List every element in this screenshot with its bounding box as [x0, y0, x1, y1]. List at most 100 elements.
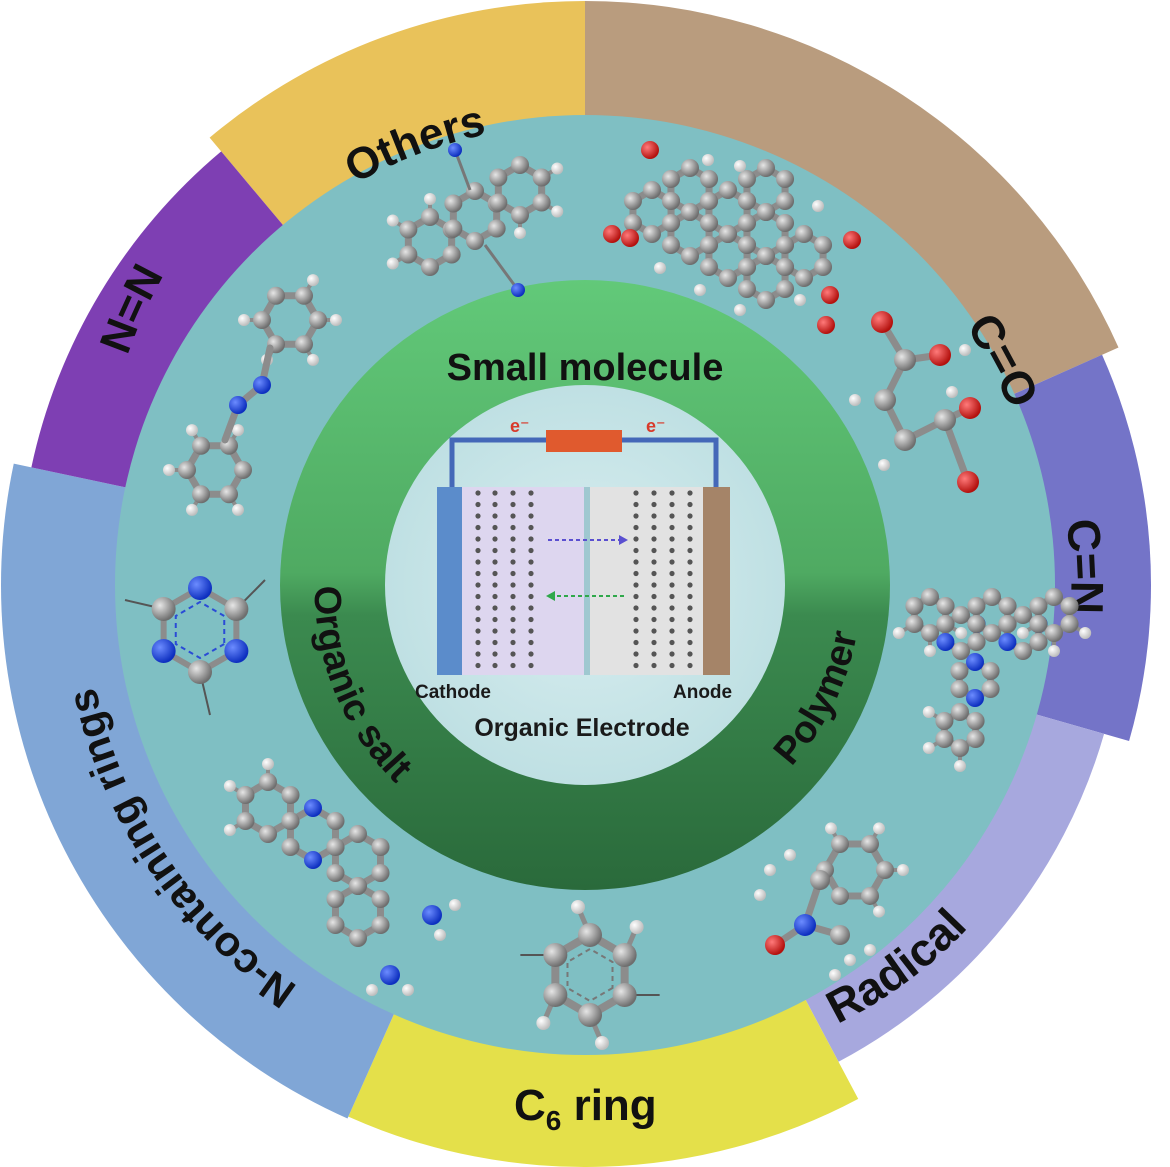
- ion-dot: [687, 570, 693, 577]
- ion-dot: [687, 513, 693, 519]
- ion-dot: [687, 651, 693, 657]
- ion-dot: [651, 536, 657, 542]
- ion-dot: [528, 501, 534, 508]
- ion-dot: [510, 524, 516, 531]
- ion-dot: [687, 490, 693, 496]
- ion-dot: [475, 547, 481, 554]
- diaminophenazine-molecule-icon: [223, 758, 461, 996]
- ion-dot: [475, 490, 481, 496]
- nitroxide-radical-molecule-icon: [754, 822, 909, 981]
- ion-dot: [651, 501, 657, 508]
- category-small-molecule: Small molecule: [447, 347, 724, 389]
- ion-dot: [510, 536, 516, 542]
- ion-dot: [492, 513, 498, 519]
- ion-dot: [492, 628, 498, 634]
- ion-dot: [492, 639, 498, 646]
- benzene-ring-icon: [520, 900, 660, 1050]
- ion-dot: [528, 639, 534, 646]
- ion-dot: [633, 628, 639, 634]
- triazine-ring-icon: [124, 576, 266, 716]
- ion-dot: [687, 536, 693, 542]
- ion-dot: [687, 582, 693, 588]
- ion-dot: [633, 605, 639, 611]
- carbonyl-molecule-icon: [603, 141, 861, 334]
- ion-dot: [651, 582, 657, 588]
- ion-dot: [492, 616, 498, 623]
- cathode-plate: [437, 487, 462, 675]
- ion-dot: [633, 651, 639, 657]
- ion-dot: [687, 605, 693, 611]
- ion-dot: [633, 593, 639, 600]
- ion-dot: [510, 593, 516, 600]
- ion-dot: [651, 639, 657, 646]
- ion-dot: [528, 628, 534, 634]
- segment-label-c6-ring: C6 ring: [514, 1081, 657, 1136]
- ion-dot: [528, 605, 534, 611]
- ion-dot: [669, 490, 675, 496]
- ion-dot: [669, 501, 675, 508]
- ion-arrow-right-head: [619, 535, 628, 545]
- ion-dot: [651, 628, 657, 634]
- dicyanoanthracene-molecule-icon: [386, 143, 564, 297]
- ion-dot: [475, 570, 481, 577]
- ion-dot: [492, 536, 498, 542]
- ion-dot: [651, 662, 657, 669]
- ion-dots: [475, 490, 693, 669]
- ion-dot: [669, 651, 675, 657]
- maleic-acid-molecule-icon: [849, 311, 981, 493]
- ion-dot: [669, 547, 675, 554]
- battery-schematic: e⁻ e⁻ Cathode Anode Organic Electrode: [415, 416, 732, 742]
- azobenzene-molecule-icon: [163, 274, 342, 516]
- ion-dot: [669, 662, 675, 669]
- anode-plate: [703, 487, 730, 675]
- ion-dot: [492, 490, 498, 496]
- ion-dot: [633, 559, 639, 565]
- ion-dot: [687, 639, 693, 646]
- ion-dot: [475, 536, 481, 542]
- ion-dot: [510, 547, 516, 554]
- ion-dot: [510, 570, 516, 577]
- ion-dot: [528, 547, 534, 554]
- ion-dot: [633, 547, 639, 554]
- ion-dot: [651, 513, 657, 519]
- cathode-electrolyte-region: [462, 487, 584, 675]
- ion-dot: [528, 651, 534, 657]
- ion-dot: [669, 616, 675, 623]
- ion-dot: [651, 559, 657, 565]
- ion-dot: [633, 536, 639, 542]
- ion-dot: [651, 570, 657, 577]
- ion-dot: [669, 628, 675, 634]
- ion-arrow-left-head: [546, 591, 555, 601]
- ion-dot: [528, 513, 534, 519]
- ion-dot: [492, 547, 498, 554]
- ion-dot: [528, 570, 534, 577]
- anode-electrolyte-region: [590, 487, 703, 675]
- ion-dot: [687, 662, 693, 669]
- organic-electrode-caption: Organic Electrode: [474, 714, 689, 742]
- ion-dot: [510, 651, 516, 657]
- electron-right-label: e⁻: [646, 416, 666, 436]
- anode-label: Anode: [673, 682, 732, 703]
- ion-dot: [633, 570, 639, 577]
- ion-dot: [669, 593, 675, 600]
- ion-dot: [669, 639, 675, 646]
- ion-dot: [669, 605, 675, 611]
- ion-dot: [633, 582, 639, 588]
- ion-dot: [492, 501, 498, 508]
- ion-dot: [492, 582, 498, 588]
- ion-dot: [633, 501, 639, 508]
- ion-dot: [687, 501, 693, 508]
- ion-dot: [492, 570, 498, 577]
- ion-dot: [528, 559, 534, 565]
- ion-dot: [475, 651, 481, 657]
- ion-dot: [510, 616, 516, 623]
- ion-dot: [510, 559, 516, 565]
- ion-dot: [669, 570, 675, 577]
- ion-dot: [687, 524, 693, 531]
- ion-dot: [528, 616, 534, 623]
- ion-dot: [528, 662, 534, 669]
- ion-dot: [475, 501, 481, 508]
- ion-dot: [651, 593, 657, 600]
- ion-dot: [687, 628, 693, 634]
- separator: [584, 487, 590, 675]
